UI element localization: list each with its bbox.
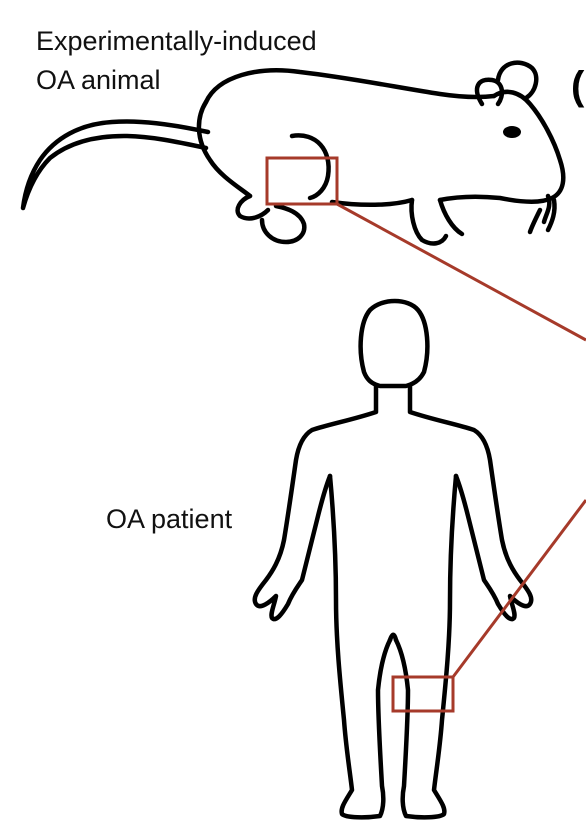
human-body-outline-icon [255, 301, 532, 817]
animal-label-line-1: Experimentally-induced [36, 25, 317, 57]
panel-marker: ( [571, 62, 584, 110]
animal-label-line-2: OA animal [36, 64, 161, 96]
patient-label: OA patient [106, 503, 232, 535]
rat-eye [503, 126, 521, 138]
